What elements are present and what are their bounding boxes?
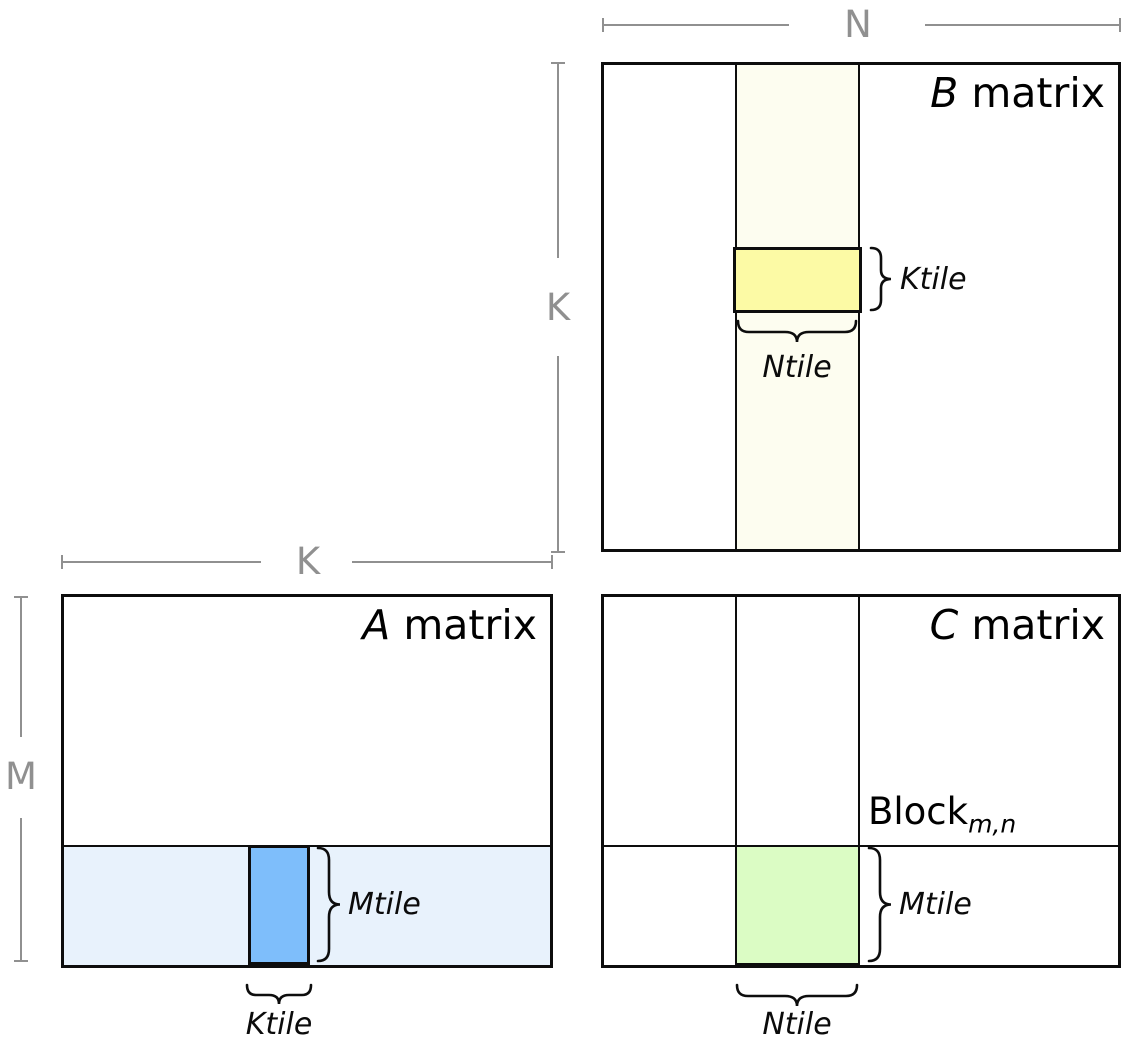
k-dim-a-left-segment bbox=[61, 561, 261, 563]
a-mtile-brace bbox=[314, 846, 342, 963]
b-ktile-tile bbox=[733, 247, 862, 313]
c-block-label: Blockm,n bbox=[868, 793, 1016, 836]
c-ntile-brace bbox=[735, 982, 859, 1008]
c-matrix-title-letter: C bbox=[929, 601, 959, 649]
m-dim-top-segment bbox=[20, 596, 22, 737]
c-row-divider-line bbox=[604, 845, 1118, 847]
k-dim-a-right-segment bbox=[352, 561, 553, 563]
b-ntile-label: Ntile bbox=[762, 350, 832, 385]
b-matrix: B matrix Ktile Ntile bbox=[601, 62, 1121, 552]
a-matrix-title-letter: A bbox=[362, 601, 391, 649]
a-matrix-title: A matrix bbox=[362, 605, 537, 646]
k-dim-b-top-segment bbox=[557, 62, 559, 258]
k-dim-a-right-tick bbox=[551, 555, 553, 569]
a-matrix-title-word: matrix bbox=[403, 601, 537, 649]
n-dim-label: N bbox=[844, 3, 872, 46]
n-dim-left-segment bbox=[602, 24, 789, 26]
m-dim-bottom-segment bbox=[20, 818, 22, 962]
a-ktile-tile bbox=[248, 845, 310, 965]
b-matrix-title-letter: B bbox=[930, 69, 959, 117]
k-dim-b-bottom-segment bbox=[557, 356, 559, 553]
c-matrix: C matrix Blockm,n Mtile bbox=[601, 594, 1121, 968]
c-block-tile bbox=[735, 845, 860, 965]
a-ktile-brace bbox=[245, 982, 313, 1006]
c-matrix-title: C matrix bbox=[930, 605, 1105, 646]
m-dim-label: M bbox=[5, 755, 37, 798]
c-column-right-line bbox=[858, 597, 860, 965]
a-matrix: A matrix Mtile bbox=[61, 594, 553, 968]
a-ktile-label: Ktile bbox=[245, 1007, 313, 1042]
n-dim-right-segment bbox=[925, 24, 1121, 26]
c-mtile-brace bbox=[865, 846, 893, 963]
c-block-label-text: Block bbox=[868, 790, 969, 833]
b-ktile-brace bbox=[867, 246, 893, 312]
m-dim-bottom-tick bbox=[14, 960, 28, 962]
b-matrix-title: B matrix bbox=[930, 73, 1105, 114]
b-ntile-brace bbox=[736, 318, 858, 344]
c-column-left-line bbox=[735, 597, 737, 965]
b-matrix-title-word: matrix bbox=[971, 69, 1105, 117]
k-dim-b-bottom-tick bbox=[551, 551, 565, 553]
k-dim-a-label: K bbox=[295, 540, 321, 583]
k-dim-b-label: K bbox=[545, 286, 571, 329]
c-matrix-title-word: matrix bbox=[971, 601, 1105, 649]
c-ntile-label: Ntile bbox=[762, 1007, 832, 1042]
c-mtile-label: Mtile bbox=[899, 887, 972, 922]
b-ktile-label: Ktile bbox=[900, 262, 967, 297]
c-block-label-subscript: m,n bbox=[968, 809, 1017, 839]
a-mtile-label: Mtile bbox=[348, 887, 421, 922]
n-dim-right-tick bbox=[1119, 18, 1121, 32]
